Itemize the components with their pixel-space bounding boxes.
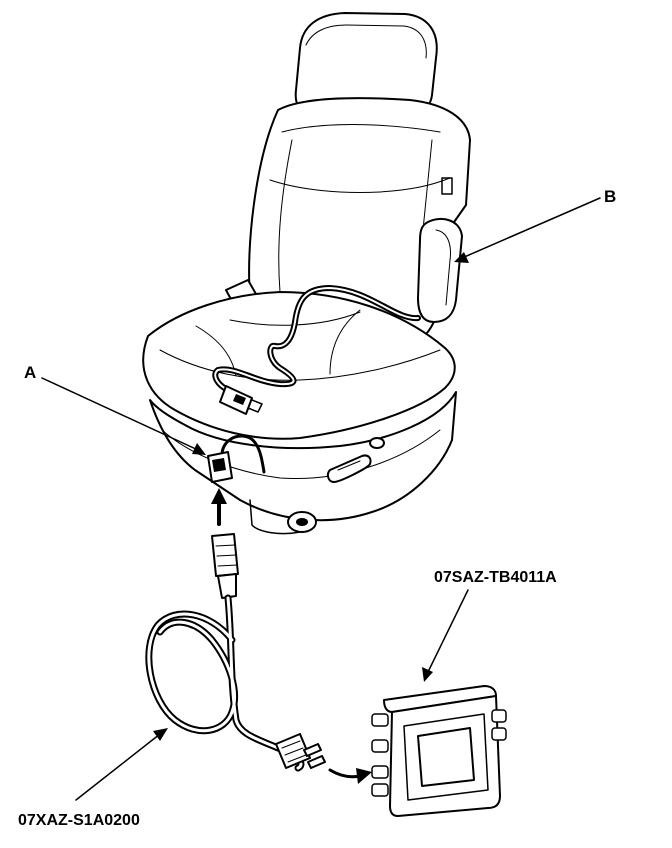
test-harness-banana-2 — [307, 755, 326, 769]
leader-line-test-harness — [75, 733, 161, 801]
test-harness — [145, 533, 326, 772]
headrest-seam — [305, 24, 427, 59]
backrest-seam-upper — [281, 124, 441, 133]
test-box-screen — [417, 727, 475, 787]
connect-arrow-curve — [328, 768, 362, 779]
side-bolster-edge — [435, 229, 451, 306]
jack — [371, 713, 389, 727]
seat-base — [149, 391, 457, 522]
test-harness-plug-grip — [215, 544, 238, 567]
test-harness-banana-1 — [303, 743, 322, 757]
connector-a-face — [212, 458, 226, 472]
cushion-seam-front — [159, 349, 441, 381]
leader-lines — [41, 197, 601, 801]
connector-a — [207, 434, 266, 483]
jack — [371, 765, 389, 779]
test-harness-part-label: 07XAZ-S1A0200 — [18, 812, 140, 829]
seat-harness — [212, 285, 421, 415]
front-seat — [142, 12, 471, 535]
mating-arrow-head — [211, 488, 227, 504]
leader-line-test-box — [427, 589, 469, 673]
connect-arrow — [328, 768, 372, 784]
test-box-left-jacks — [371, 713, 389, 797]
seat-track-roller-hub — [296, 518, 308, 526]
seat-track — [249, 499, 301, 535]
leader-arrow-a — [192, 443, 206, 455]
harness-cable-inner — [214, 287, 419, 391]
jack — [371, 783, 389, 797]
test-harness-plug-neck — [217, 573, 237, 599]
test-box-front-face — [403, 713, 489, 801]
test-harness-end-plug-grip — [281, 740, 307, 763]
leader-line-b — [461, 197, 601, 259]
backrest-seam-left — [278, 139, 293, 293]
connector-a-cable — [220, 434, 266, 474]
power-switch-slot — [326, 454, 372, 483]
recline-knob — [441, 177, 453, 195]
power-switch-inner — [337, 460, 361, 471]
power-switch-knob — [369, 437, 385, 449]
side-bolster — [417, 217, 463, 323]
connect-arrow-head — [356, 768, 372, 784]
jack — [491, 727, 507, 741]
jack — [371, 739, 389, 753]
test-box — [371, 685, 507, 817]
leader-arrow-test-harness — [153, 728, 168, 741]
backrest-seam-mid — [269, 177, 451, 193]
test-harness-end-plug — [275, 733, 311, 769]
test-box-part-label: 07SAZ-TB4011A — [434, 569, 557, 586]
callout-a-label: A — [24, 363, 36, 382]
cushion-seam-right — [329, 309, 361, 375]
harness-connector-tail — [247, 399, 263, 413]
callout-b-label: B — [604, 187, 616, 206]
test-box-right-jacks — [491, 709, 507, 741]
harness-connector-detail — [233, 394, 246, 405]
jack — [491, 709, 507, 723]
leader-arrow-test-box — [422, 667, 433, 682]
leader-arrow-b — [454, 252, 469, 263]
mating-arrow — [211, 488, 227, 526]
leader-line-a — [41, 377, 199, 451]
